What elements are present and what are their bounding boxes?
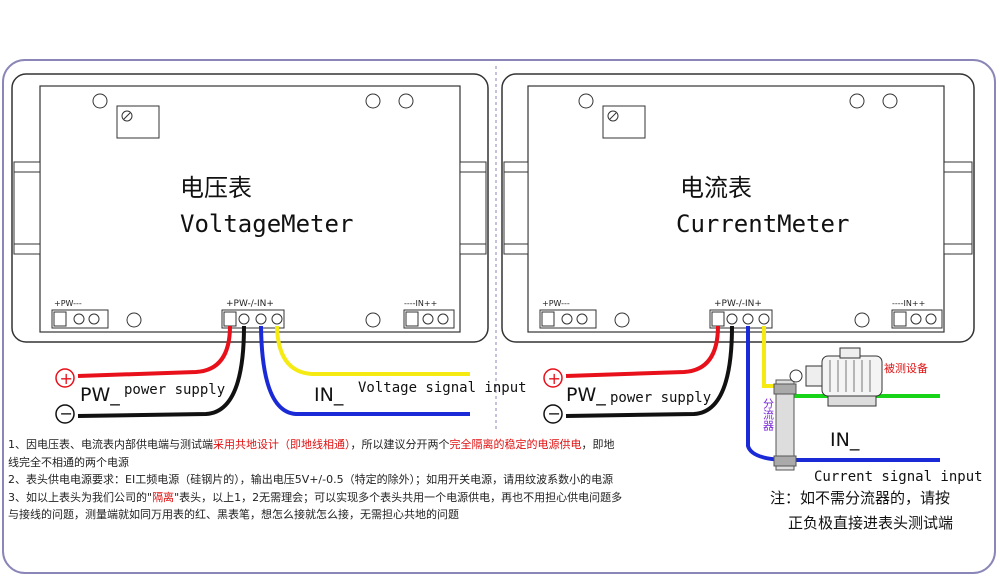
- shunt-note-line-1: 注：如不需分流器的，请按: [770, 489, 951, 507]
- note-3: 3、如以上表头为我们公司的"隔离"表头，以上1，2无需理会；可以实现多个表头共用…: [8, 489, 748, 507]
- shunt-note-line-2: 正负极直接进表头测试端: [788, 514, 954, 532]
- plus-symbol: +: [548, 369, 561, 388]
- current-meter-title-en: CurrentMeter: [676, 210, 849, 238]
- outer-frame: [2, 59, 996, 574]
- notes-block: 1、因电压表、电流表内部供电端与测试端采用共地设计（即地线相通），所以建议分开两…: [8, 436, 748, 524]
- device-under-test-label: 被测设备: [884, 361, 928, 375]
- in-label: IN_: [830, 429, 860, 451]
- power-supply-label: power supply: [124, 382, 225, 398]
- terminal-label-left: +PW---: [54, 299, 82, 308]
- black-wire: [77, 325, 246, 418]
- pw-label: PW_: [566, 384, 606, 406]
- minus-icon: [543, 404, 563, 424]
- note-1-cont: 线完全不相通的两个电源: [8, 455, 129, 469]
- power-supply-label: power supply: [610, 390, 711, 406]
- in-label: IN_: [314, 384, 344, 406]
- blue-wire: [259, 325, 470, 416]
- yellow-wire: [275, 325, 470, 376]
- minus-symbol: −: [60, 404, 73, 423]
- plus-icon: [55, 368, 75, 388]
- terminal-label-left: +PW---: [542, 299, 570, 308]
- note-text: "表头，以上1，2无需理会；可以实现多个表头共用一个电源供电，再也不用担心供电问…: [174, 490, 623, 504]
- current-meter-title-cn: 电流表: [680, 174, 752, 202]
- black-wire: [565, 325, 734, 418]
- voltage-meter: [11, 73, 489, 343]
- voltage-meter-title-en: VoltageMeter: [180, 210, 353, 238]
- minus-symbol: −: [548, 404, 561, 423]
- shunt-resistor: [775, 379, 795, 471]
- note-text: ，即地: [581, 438, 615, 451]
- note-highlight: 隔离: [152, 490, 175, 504]
- current-meter: [501, 73, 975, 343]
- terminal-label-center: +PW-/-IN+: [226, 299, 274, 309]
- plus-symbol: +: [60, 369, 73, 388]
- terminal-label-center: +PW-/-IN+: [714, 299, 762, 309]
- motor-icon: [789, 347, 883, 407]
- shunt-label: 分流器: [762, 398, 775, 432]
- note-highlight: 完全隔离的稳定的电源供电: [449, 438, 582, 451]
- note-text: ，所以建议分开两个: [350, 438, 450, 451]
- plus-icon: [543, 368, 563, 388]
- note-1: 1、因电压表、电流表内部供电端与测试端采用共地设计（即地线相通），所以建议分开两…: [8, 436, 748, 454]
- minus-icon: [55, 404, 75, 424]
- red-wire: [565, 325, 720, 378]
- terminal-label-right: ----IN++: [892, 299, 925, 308]
- note-highlight: 采用共地设计（即地线相通）: [213, 438, 351, 451]
- current-signal-input-label: Current signal input: [814, 469, 983, 485]
- note-3-cont: 与接线的问题，测量端就如同万用表的红、黑表笔，想怎么接就怎么接，无需担心共地的问…: [8, 508, 459, 521]
- note-text: 3、如以上表头为我们公司的": [8, 490, 153, 504]
- note-text: 1、因电压表、电流表内部供电端与测试端: [8, 438, 213, 451]
- pw-label: PW_: [80, 384, 120, 406]
- terminal-label-right: ----IN++: [404, 299, 437, 308]
- voltage-meter-title-cn: 电压表: [180, 174, 252, 202]
- red-wire: [77, 325, 232, 378]
- note-2: 2、表头供电电源要求：EI工频电源（硅钢片的），输出电压5V+/-0.5（特定的…: [8, 473, 614, 486]
- shunt-note: 注：如不需分流器的，请按 正负极直接进表头测试端: [770, 486, 995, 536]
- voltage-signal-input-label: Voltage signal input: [358, 380, 527, 396]
